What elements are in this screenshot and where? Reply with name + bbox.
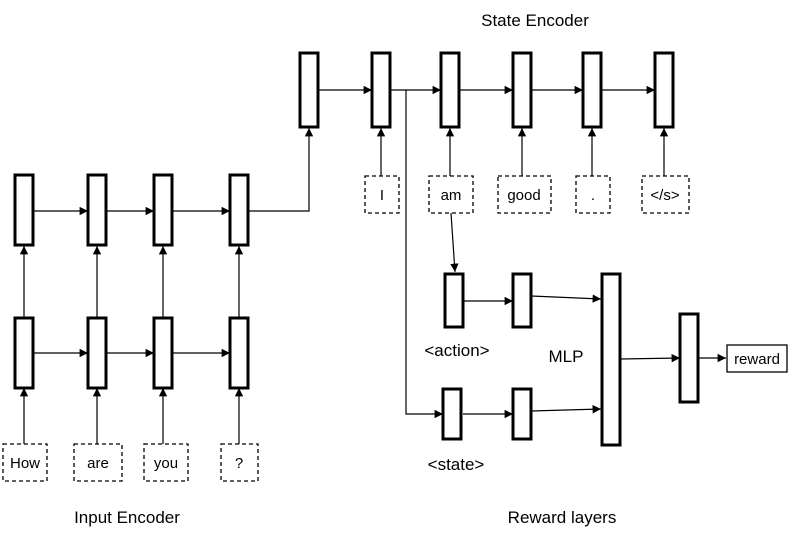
edge [248,128,314,212]
lstm-cell [152,173,174,247]
lstm-cell [298,51,320,129]
lstm-cell [228,173,250,247]
state-token: . [591,187,595,204]
input-token: ? [235,455,243,472]
state-token: I [380,187,384,204]
lstm-cell [370,51,392,129]
lstm-cell [439,51,461,129]
reward-box [726,344,788,373]
token-box [641,175,690,214]
action-cell [511,272,533,329]
action-cell [443,272,465,329]
state-cell [441,387,463,441]
lstm-cell [581,51,603,129]
state-token: good [507,187,540,204]
lstm-cell [653,51,675,129]
edge [619,353,681,363]
token-box [497,175,552,214]
input-encoder: How are you ? Input Encoder [2,173,259,527]
state-encoder-label: State Encoder [481,11,589,30]
lstm-cell [228,316,250,390]
state-cell [511,387,533,441]
state-label: <state> [428,455,485,474]
reward-label: reward [734,351,780,368]
token-box [2,443,48,482]
mlp-cell [600,272,622,447]
edge [530,405,602,414]
state-token: </s> [650,187,679,204]
edge [450,212,459,273]
lstm-cell [13,316,35,390]
token-box [143,443,189,482]
input-token: you [154,455,178,472]
token-box [364,175,400,214]
lstm-cell [511,51,533,129]
token-box [428,175,474,214]
mlp-label: MLP [549,347,584,366]
edge [405,90,443,419]
token-box [575,175,611,214]
state-encoder: State Encoder I am good . </s> [298,11,690,214]
input-token: are [87,455,109,472]
reward-layers: reward <action> <state> MLP Reward layer… [405,90,788,527]
input-token: How [10,455,40,472]
state-token: am [441,187,462,204]
action-label: <action> [424,341,489,360]
edge [530,294,602,303]
lstm-cell [86,316,108,390]
token-box [220,443,259,482]
lstm-cell [86,173,108,247]
reward-layers-label: Reward layers [508,508,617,527]
lstm-cell [152,316,174,390]
token-box [73,443,123,482]
lstm-cell [13,173,35,247]
input-encoder-label: Input Encoder [74,508,180,527]
final-cell [678,312,700,404]
